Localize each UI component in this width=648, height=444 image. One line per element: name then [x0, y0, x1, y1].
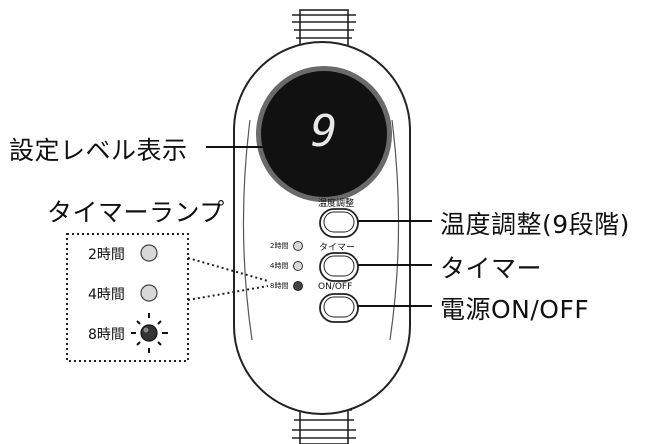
device-label-lamp-4h: 4時間	[270, 262, 289, 270]
lamp-8h-device	[293, 281, 303, 291]
callout-power-button: 電源ON/OFF	[440, 295, 590, 324]
lamp-2h-inset	[140, 244, 158, 262]
level-display-screen	[261, 71, 387, 197]
inset-label-8h: 8時間	[88, 327, 125, 343]
timer-button-inner	[323, 255, 355, 277]
inset-connector-top	[187, 257, 269, 282]
lamp-4h-device	[293, 261, 303, 271]
callout-timer-button: タイマー	[440, 254, 543, 283]
display-digit: 9	[310, 106, 338, 157]
lamp-2h-device	[293, 241, 303, 251]
device-label-temp-adjust: 温度調整	[318, 199, 355, 209]
power-button-inner	[323, 296, 355, 318]
device-label-lamp-8h: 8時間	[270, 282, 289, 290]
callout-temp-button: 温度調整(9段階)	[440, 210, 630, 239]
device-label-timer: タイマー	[319, 243, 356, 253]
body-inner-right-curve	[389, 119, 400, 341]
inset-connector-bottom	[187, 285, 269, 301]
power-button[interactable]	[319, 293, 359, 323]
lamp-8h-inset-lit	[131, 313, 168, 353]
temp-adjust-button[interactable]	[319, 208, 359, 238]
device-label-power: ON/OFF	[318, 282, 353, 292]
timer-button[interactable]	[319, 252, 359, 282]
inset-label-2h: 2時間	[88, 247, 125, 263]
device-label-lamp-2h: 2時間	[270, 242, 289, 250]
inset-label-4h: 4時間	[88, 287, 125, 303]
callout-timer-lamp: タイマーランプ	[47, 198, 225, 227]
temp-adjust-button-inner	[323, 211, 355, 233]
lamp-4h-inset	[140, 284, 158, 302]
callout-level-display: 設定レベル表示	[9, 136, 188, 165]
timer-lamp-inset-box	[66, 233, 189, 362]
